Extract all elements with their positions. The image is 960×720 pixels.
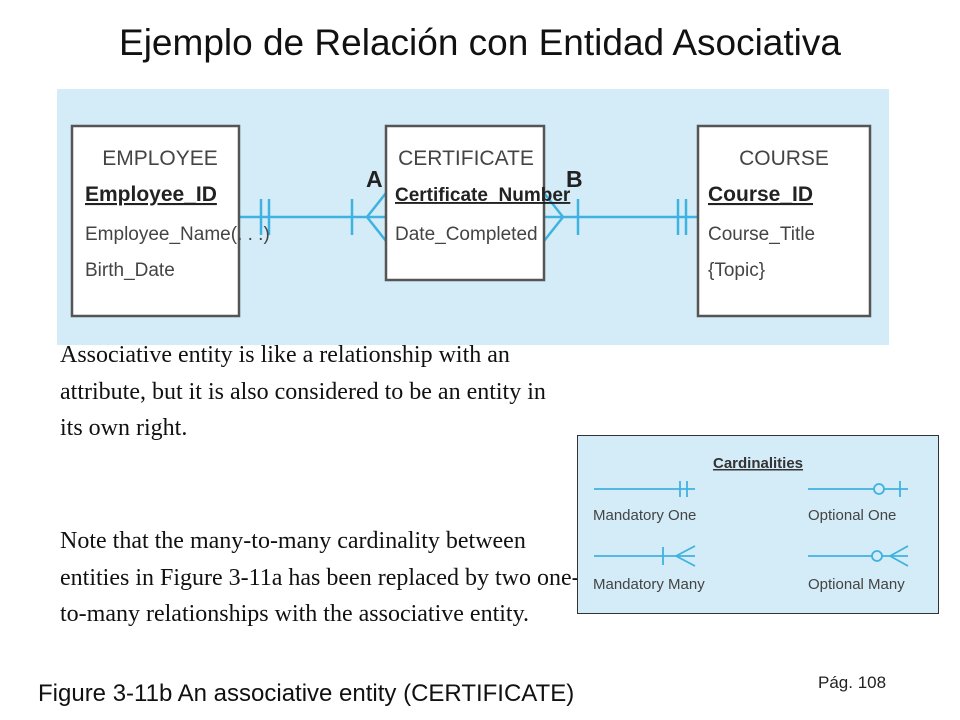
er-diagram: EMPLOYEE Employee_ID Employee_Name(. . .… <box>57 89 889 345</box>
entity-course: COURSE Course_ID Course_Title {Topic} <box>696 124 872 318</box>
mandatory-many-symbol <box>594 545 696 567</box>
entity-key: Employee_ID <box>85 183 217 206</box>
entity-name: CERTIFICATE <box>398 147 534 170</box>
entity-certificate: CERTIFICATE Certificate_Number Date_Comp… <box>384 124 571 282</box>
entity-attribute: Date_Completed <box>395 224 538 245</box>
relationship-line-b <box>543 192 698 242</box>
optional-many-symbol <box>808 545 909 567</box>
cardinality-legend: Cardinalities Mandatory One Optional One… <box>577 435 939 614</box>
entity-attribute: Employee_Name(. . .) <box>85 224 270 245</box>
optional-one-symbol <box>808 481 908 497</box>
entity-name: EMPLOYEE <box>102 147 218 170</box>
legend-label: Optional One <box>808 507 896 524</box>
entity-key: Course_ID <box>708 183 813 206</box>
mandatory-one-symbol <box>594 481 695 497</box>
relationship-line-a <box>239 192 387 242</box>
relationship-label-b: B <box>566 166 583 192</box>
entity-name: COURSE <box>739 147 829 170</box>
legend-title: Cardinalities <box>713 455 803 472</box>
definition-paragraph: Associative entity is like a relationshi… <box>60 342 546 441</box>
entity-key: Certificate_Number <box>395 185 571 206</box>
figure-caption: Figure 3-11b An associative entity (CERT… <box>38 680 575 707</box>
entity-attribute: Course_Title <box>708 224 815 245</box>
entity-attribute: Birth_Date <box>85 260 175 281</box>
entity-employee: EMPLOYEE Employee_ID Employee_Name(. . .… <box>70 124 270 318</box>
page-number: Pág. 108 <box>818 673 887 692</box>
relationship-label-a: A <box>366 166 383 192</box>
slide-title: Ejemplo de Relación con Entidad Asociati… <box>119 22 841 63</box>
legend-label: Mandatory Many <box>593 576 705 593</box>
legend-label: Optional Many <box>808 576 905 593</box>
note-paragraph: Note that the many-to-many cardinality b… <box>60 528 580 627</box>
entity-attribute: {Topic} <box>708 260 765 281</box>
legend-label: Mandatory One <box>593 507 696 524</box>
